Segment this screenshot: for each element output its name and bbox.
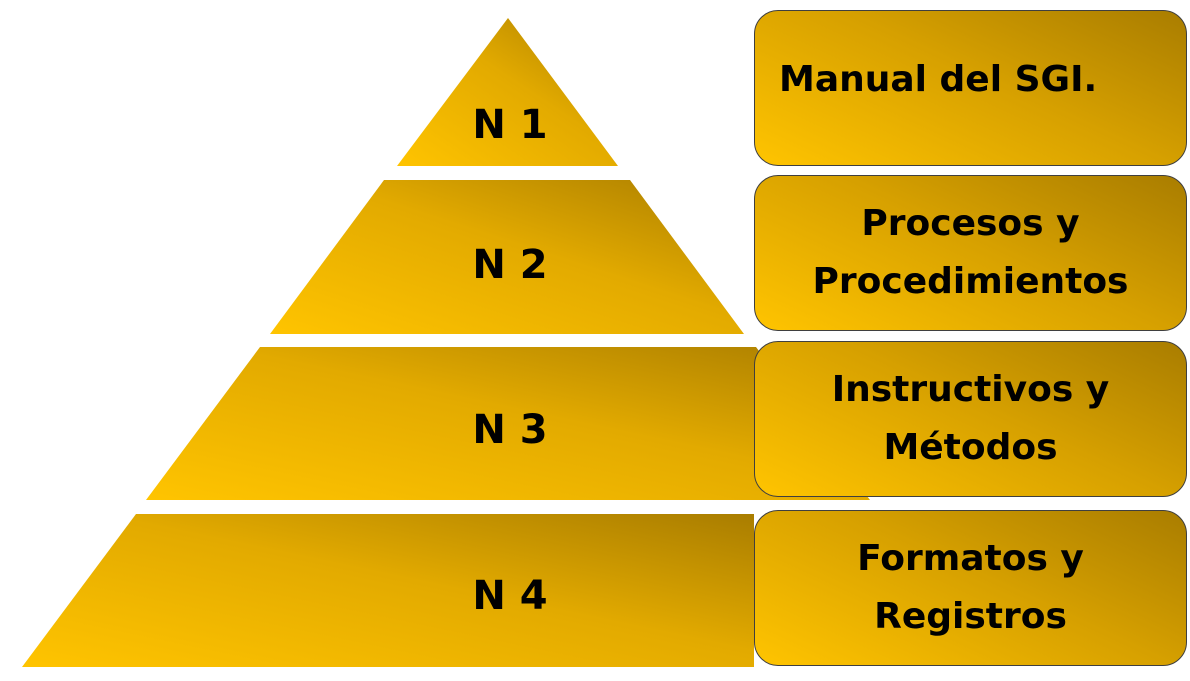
description-box-manual: Manual del SGI. (754, 10, 1187, 166)
description-line: Métodos (883, 427, 1058, 468)
description-line: Instructivos y (831, 369, 1110, 410)
pyramid-level-4 (22, 514, 754, 667)
level-label-2: N 2 (472, 242, 547, 288)
description-line: Procesos y (861, 203, 1080, 244)
description-line: Procedimientos (812, 261, 1129, 302)
level-label-4: N 4 (472, 573, 547, 619)
description-line: Manual del SGI. (779, 59, 1098, 100)
description-line: Formatos y (857, 538, 1084, 579)
pyramid-level-1 (397, 18, 618, 166)
level-label-3: N 3 (472, 407, 547, 453)
description-box-formatos: Formatos y Registros (754, 510, 1187, 666)
pyramid-level-3 (146, 347, 870, 500)
level-label-1: N 1 (472, 102, 547, 148)
pyramid-level-2 (270, 180, 744, 334)
description-line: Registros (874, 596, 1067, 637)
description-box-procesos: Procesos y Procedimientos (754, 175, 1187, 331)
description-box-instructivos: Instructivos y Métodos (754, 341, 1187, 497)
